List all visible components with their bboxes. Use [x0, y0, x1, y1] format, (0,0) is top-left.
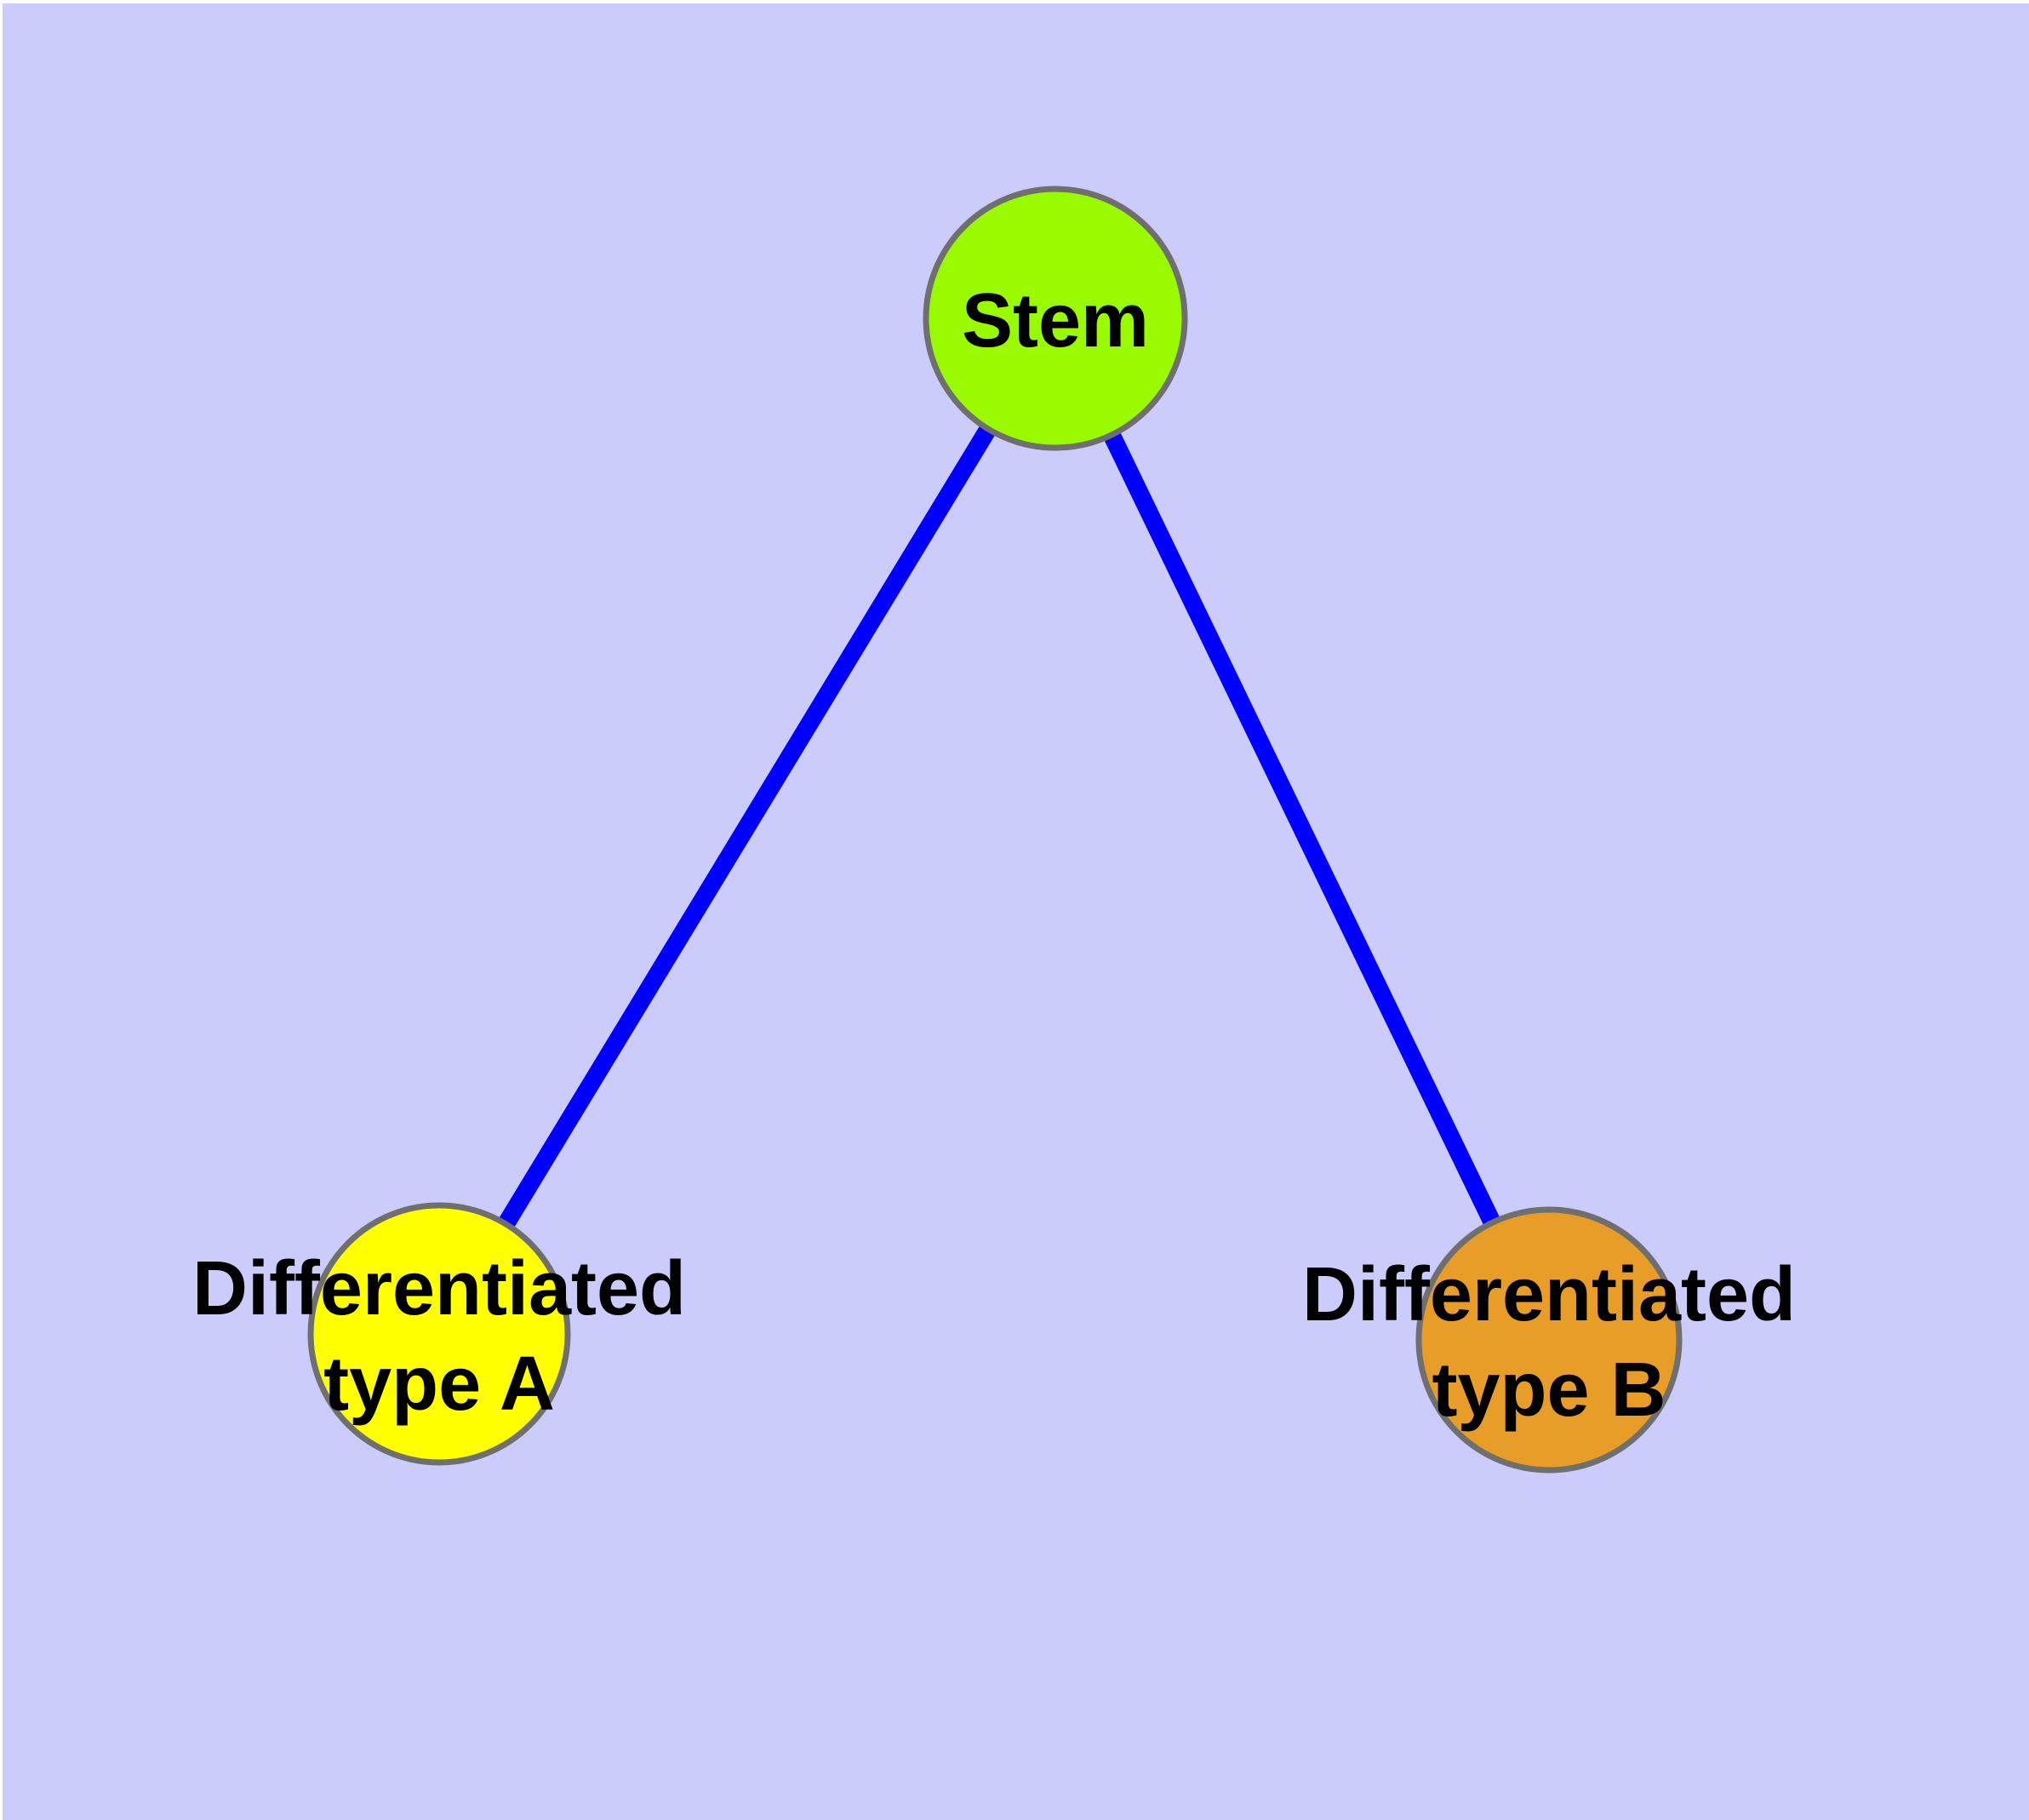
node-stem-circle: [923, 186, 1188, 451]
node-differentiated-type-b-label-line2: type B: [1432, 1348, 1666, 1433]
edge-stem-to-type-a: [432, 313, 1063, 1339]
node-stem: Stem: [923, 186, 1188, 451]
node-differentiated-type-a-label-line2: type A: [323, 1342, 555, 1427]
node-differentiated-type-b-circle: [1415, 1206, 1683, 1474]
node-differentiated-type-a-circle: [307, 1202, 571, 1466]
node-stem-label: Stem: [962, 278, 1149, 363]
node-differentiated-type-a: Differentiated type A: [192, 1202, 686, 1466]
edge-stem-to-type-b: [1047, 314, 1557, 1344]
node-differentiated-type-b: Differentiated type B: [1302, 1206, 1796, 1474]
node-differentiated-type-a-label-line1: Differentiated: [192, 1246, 686, 1331]
node-differentiated-type-b-label-line1: Differentiated: [1302, 1252, 1796, 1337]
